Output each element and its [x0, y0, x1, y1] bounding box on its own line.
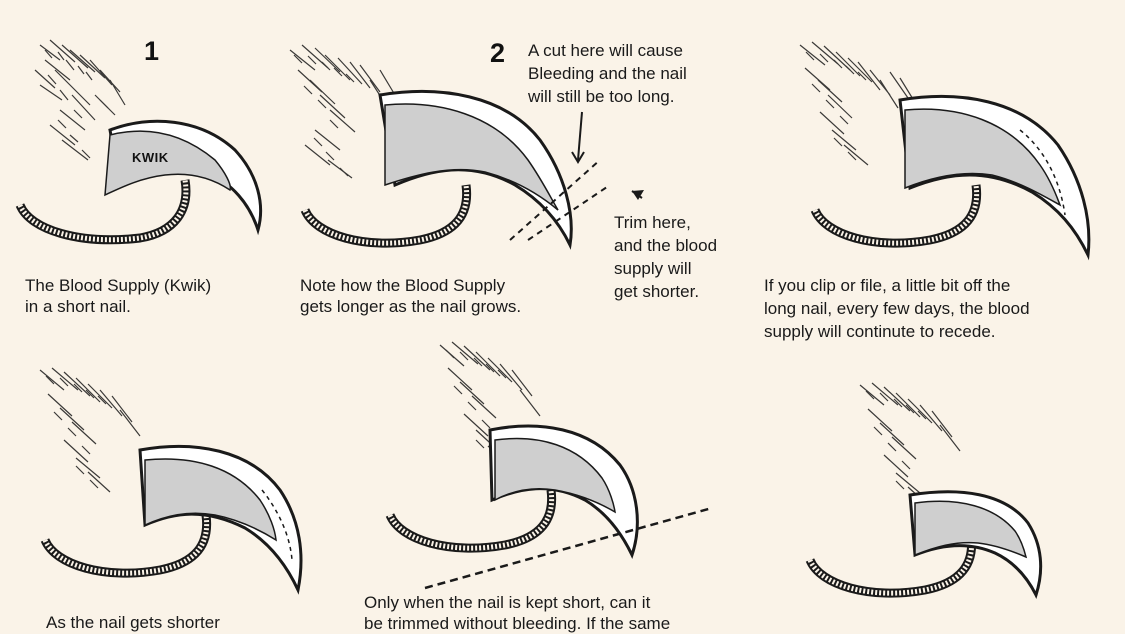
caption-line: Note how the Blood Supply [300, 276, 506, 295]
caption-line: gets longer as the nail grows. [300, 297, 522, 316]
caption-line: long nail, every few days, the blood [764, 299, 1030, 318]
caption-line: supply will continute to recede. [764, 322, 996, 341]
trim-line: supply will [614, 259, 692, 278]
claw-panel-5: Only when the nail is kept short, can it… [340, 330, 760, 633]
step-number-2: 2 [490, 38, 506, 68]
warning-line: A cut here will cause [528, 41, 683, 60]
trim-line: Trim here, [614, 213, 691, 232]
claw-illustration [15, 39, 263, 245]
claw-illustration [385, 341, 713, 590]
claw-panel-4: As the nail gets shorter [0, 350, 330, 632]
claw-panel-2: 2 A cut here will cause Bleeding and the… [270, 0, 760, 330]
claw-illustration [799, 41, 1091, 261]
claw-panel-3: If you clip or file, a little bit off th… [760, 0, 1125, 345]
caption-line: Only when the nail is kept short, can it [364, 593, 651, 612]
step-number-1: 1 [144, 36, 160, 66]
claw-illustration [805, 382, 1043, 599]
caption-line: As the nail gets shorter [46, 613, 220, 632]
claw-illustration [39, 367, 303, 595]
arrow-down-icon [571, 111, 585, 164]
trim-line: and the blood [614, 236, 718, 255]
caption-line: If you clip or file, a little bit off th… [764, 276, 1011, 295]
trim-line: get shorter. [614, 282, 700, 301]
claw-panel-1: KWIK 1 The Blood Supply (Kwik) in a shor… [0, 0, 270, 330]
claw-panel-6 [790, 365, 1125, 630]
arrow-left-icon [631, 190, 644, 200]
kwik-label: KWIK [132, 150, 169, 165]
warning-line: Bleeding and the nail [528, 64, 687, 83]
claw-illustration [289, 44, 644, 250]
warning-line: will still be too long. [528, 87, 675, 106]
caption-line: The Blood Supply (Kwik) [25, 276, 212, 295]
caption-line: in a short nail. [25, 297, 131, 316]
caption-line: be trimmed without bleeding. If the same [364, 614, 671, 633]
